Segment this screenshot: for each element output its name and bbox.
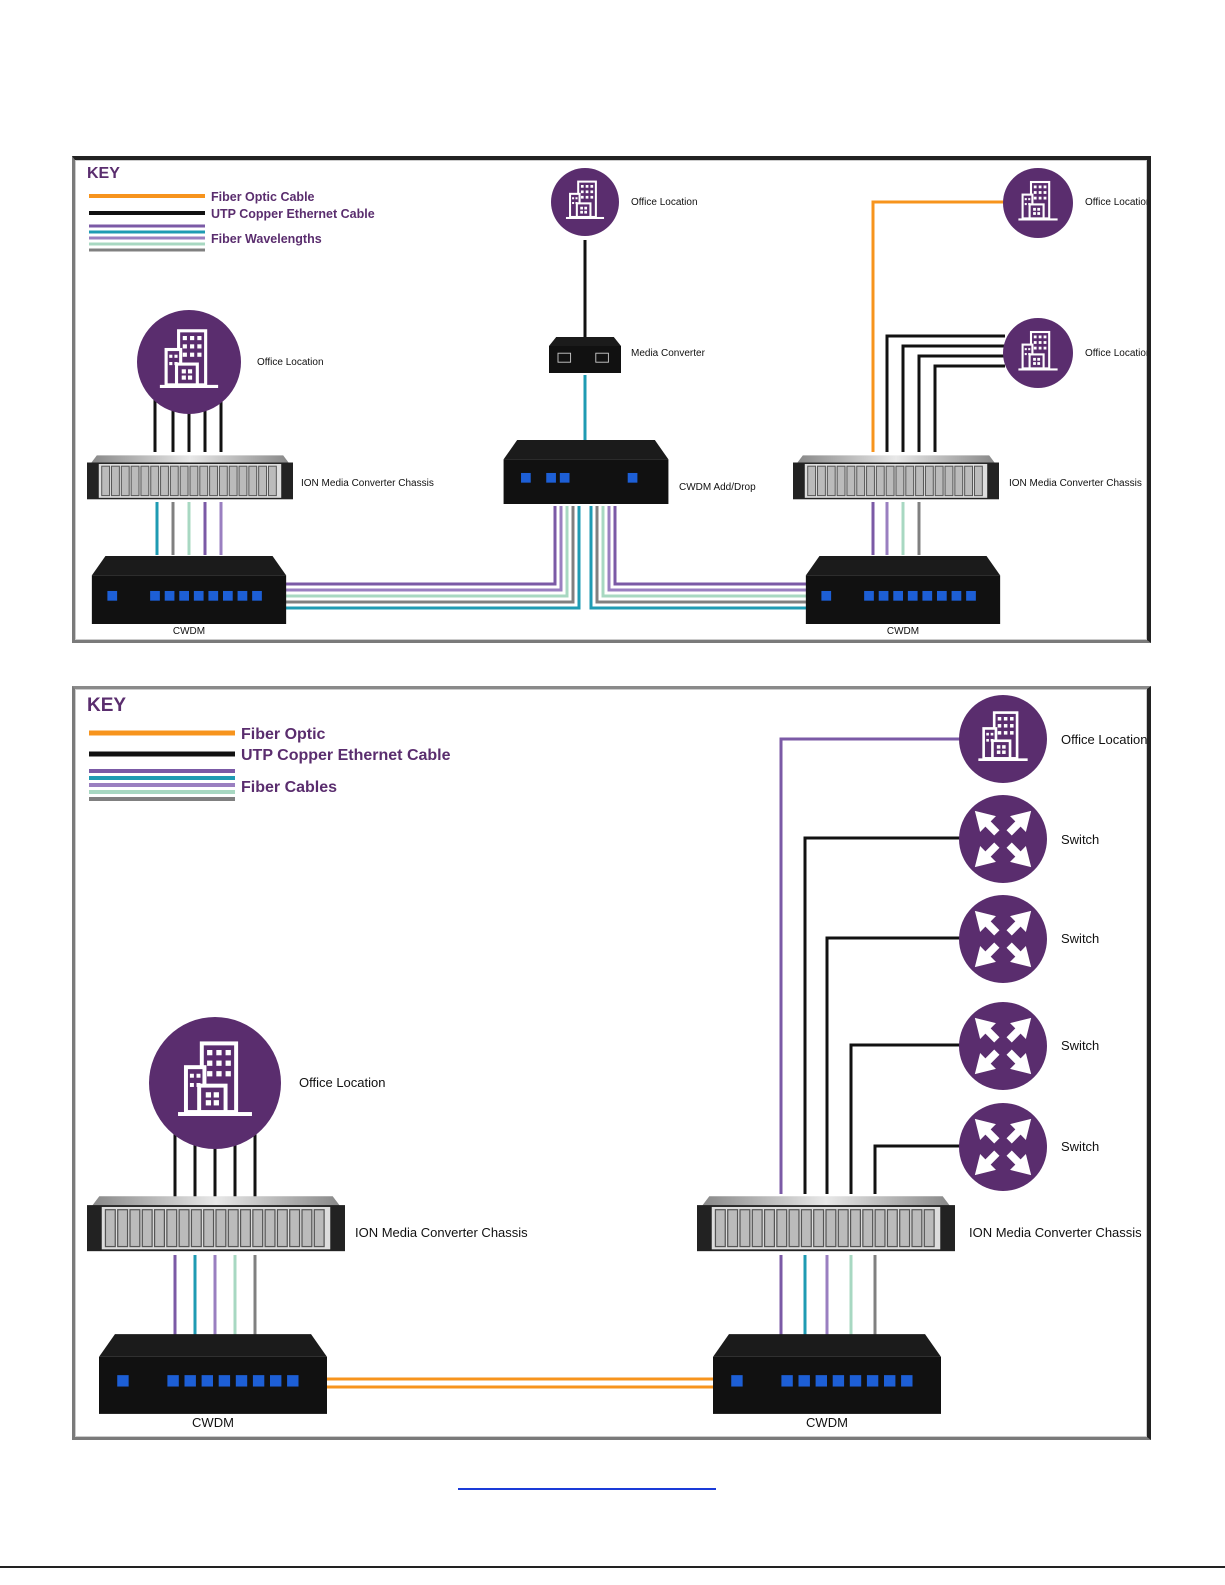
- cwdm-left-label: CWDM: [192, 1415, 234, 1430]
- cwdm-add-drop-label: CWDM Add/Drop: [679, 482, 756, 493]
- footer-divider: [0, 1566, 1225, 1568]
- cwdm-add-drop-icon: [503, 440, 669, 504]
- key-fiber-wavelengths: Fiber Wavelengths: [211, 232, 322, 246]
- office-top-label: Office Location: [631, 197, 698, 208]
- key-fiber-cables: Fiber Cables: [241, 779, 337, 796]
- key-title: KEY: [87, 695, 126, 716]
- cwdm-icon: [805, 556, 1001, 624]
- key-title: KEY: [87, 165, 120, 182]
- switch-1-label: Switch: [1061, 832, 1099, 847]
- office-left-label: Office Location: [299, 1075, 385, 1090]
- chassis-icon: [87, 1195, 345, 1252]
- office-right-label: Office Location: [1061, 732, 1147, 747]
- office-left-label: Office Location: [257, 357, 324, 368]
- cwdm-icon: [91, 556, 287, 624]
- cwdm-icon: [713, 1334, 941, 1414]
- switch-4-label: Switch: [1061, 1139, 1099, 1154]
- switch-icon: [959, 1002, 1047, 1090]
- key-utp-copper: UTP Copper Ethernet Cable: [241, 747, 451, 764]
- chassis-left-label: ION Media Converter Chassis: [301, 478, 434, 489]
- building-icon: [149, 1017, 281, 1149]
- key-utp-copper: UTP Copper Ethernet Cable: [211, 207, 375, 221]
- office-right-top-label: Office Location: [1085, 197, 1147, 208]
- chassis-icon: [697, 1195, 955, 1252]
- key-legend: KEY Fiber Optic Cable UTP Copper Etherne…: [87, 165, 375, 252]
- building-icon: [551, 168, 619, 236]
- key-legend: KEY Fiber Optic UTP Copper Ethernet Cabl…: [87, 695, 451, 801]
- diagram-panel-top: KEY Fiber Optic Cable UTP Copper Etherne…: [72, 156, 1151, 643]
- key-fiber-optic: Fiber Optic Cable: [211, 190, 315, 204]
- building-icon: [137, 310, 241, 414]
- media-converter-label: Media Converter: [631, 348, 706, 359]
- chassis-right-label: ION Media Converter Chassis: [969, 1225, 1142, 1240]
- cwdm-right-label: CWDM: [887, 626, 919, 637]
- network-diagram-1: KEY Fiber Optic Cable UTP Copper Etherne…: [87, 165, 1147, 637]
- chassis-right-label: ION Media Converter Chassis: [1009, 478, 1142, 489]
- switch-icon: [959, 895, 1047, 983]
- chassis-icon: [793, 454, 999, 500]
- switch-icon: [959, 1103, 1047, 1191]
- building-icon: [1003, 318, 1073, 388]
- building-icon: [1003, 168, 1073, 238]
- media-converter-icon: [549, 336, 621, 374]
- cwdm-left-label: CWDM: [173, 626, 205, 637]
- cwdm-icon: [99, 1334, 327, 1414]
- building-icon: [959, 695, 1047, 783]
- switch-icon: [959, 795, 1047, 883]
- switch-3-label: Switch: [1061, 1038, 1099, 1053]
- chassis-left-label: ION Media Converter Chassis: [355, 1225, 528, 1240]
- key-fiber-optic: Fiber Optic: [241, 726, 326, 743]
- network-diagram-2: KEY Fiber Optic UTP Copper Ethernet Cabl…: [87, 695, 1147, 1430]
- chassis-icon: [87, 454, 293, 500]
- switch-2-label: Switch: [1061, 931, 1099, 946]
- diagram-panel-bottom: KEY Fiber Optic UTP Copper Ethernet Cabl…: [72, 686, 1151, 1440]
- office-right-mid-label: Office Location: [1085, 348, 1147, 359]
- hyperlink-underline[interactable]: [458, 1488, 716, 1490]
- cwdm-right-label: CWDM: [806, 1415, 848, 1430]
